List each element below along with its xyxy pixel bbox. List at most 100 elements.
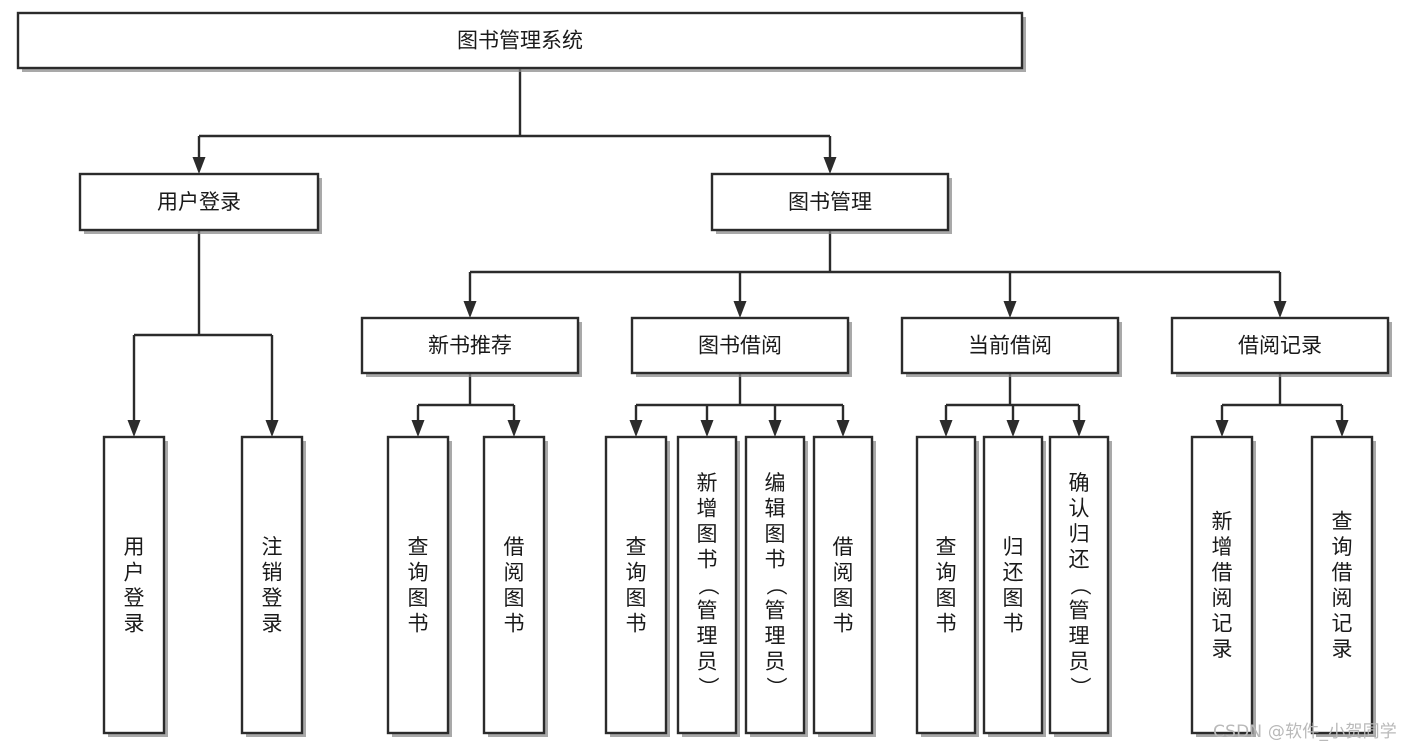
svg-text:录: 录 bbox=[124, 611, 145, 635]
svg-text:图: 图 bbox=[936, 586, 957, 610]
svg-text:图: 图 bbox=[833, 586, 854, 610]
connector-user-login-to-leaves bbox=[127, 230, 279, 437]
svg-text:书: 书 bbox=[936, 611, 957, 635]
svg-text:增: 增 bbox=[697, 497, 718, 521]
svg-text:理: 理 bbox=[1069, 624, 1090, 648]
svg-text:员: 员 bbox=[697, 650, 718, 674]
svg-text:图: 图 bbox=[504, 586, 525, 610]
svg-text:图: 图 bbox=[765, 522, 786, 546]
level2-node-当前借阅-2[interactable]: 当前借阅 bbox=[900, 316, 1122, 377]
svg-text:录: 录 bbox=[1212, 637, 1233, 661]
connector-borrow-record-to-leaves bbox=[1215, 373, 1349, 437]
level2-node-新书推荐-0[interactable]: 新书推荐 bbox=[360, 316, 582, 377]
connector-books-to-level2 bbox=[463, 230, 1287, 318]
svg-text:）: ） bbox=[764, 677, 788, 698]
svg-text:查: 查 bbox=[408, 535, 429, 559]
svg-text:书: 书 bbox=[408, 611, 429, 635]
level1-node-图书管理-1[interactable]: 图书管理 bbox=[710, 172, 952, 234]
node-label: 图书管理 bbox=[788, 190, 872, 214]
node-label: 借阅记录 bbox=[1238, 334, 1322, 358]
node-label: 用户登录 bbox=[124, 535, 145, 636]
svg-text:查: 查 bbox=[1332, 509, 1353, 533]
svg-text:）: ） bbox=[696, 677, 720, 698]
svg-text:图: 图 bbox=[1003, 586, 1024, 610]
connector-layer bbox=[127, 68, 1349, 437]
svg-text:员: 员 bbox=[1069, 650, 1090, 674]
node-label: 用户登录 bbox=[157, 190, 241, 214]
node-label: 图书管理系统 bbox=[457, 29, 583, 53]
svg-text:询: 询 bbox=[408, 560, 429, 584]
svg-text:查: 查 bbox=[626, 535, 647, 559]
svg-text:编: 编 bbox=[765, 471, 786, 495]
node-layer: 图书管理系统用户登录图书管理新书推荐图书借阅当前借阅借阅记录用户登录注销登录查询… bbox=[16, 11, 1392, 737]
svg-text:书: 书 bbox=[697, 548, 718, 572]
root-node-图书管理系统-0[interactable]: 图书管理系统 bbox=[16, 11, 1026, 72]
svg-text:录: 录 bbox=[1332, 637, 1353, 661]
svg-text:（: （ bbox=[764, 575, 788, 596]
svg-text:书: 书 bbox=[504, 611, 525, 635]
svg-text:图: 图 bbox=[697, 522, 718, 546]
connector-new-book-to-leaves bbox=[411, 373, 521, 437]
svg-text:记: 记 bbox=[1332, 611, 1353, 635]
svg-text:新: 新 bbox=[697, 471, 718, 495]
svg-text:销: 销 bbox=[262, 560, 283, 584]
svg-text:归: 归 bbox=[1069, 522, 1090, 546]
leaf-node-用户登录-0[interactable]: 用户登录 bbox=[102, 435, 168, 737]
level2-node-图书借阅-1[interactable]: 图书借阅 bbox=[630, 316, 852, 377]
svg-text:图: 图 bbox=[626, 586, 647, 610]
connector-root-to-level1 bbox=[192, 68, 837, 174]
svg-text:借: 借 bbox=[1212, 560, 1233, 584]
svg-text:书: 书 bbox=[833, 611, 854, 635]
svg-text:新: 新 bbox=[1212, 509, 1233, 533]
node-label: 图书借阅 bbox=[698, 334, 782, 358]
svg-text:阅: 阅 bbox=[1332, 586, 1353, 610]
svg-text:注: 注 bbox=[262, 535, 283, 559]
svg-text:确: 确 bbox=[1069, 471, 1090, 495]
svg-text:询: 询 bbox=[1332, 535, 1353, 559]
svg-text:员: 员 bbox=[765, 650, 786, 674]
node-label: 新书推荐 bbox=[428, 334, 512, 358]
level1-node-用户登录-0[interactable]: 用户登录 bbox=[78, 172, 322, 234]
svg-text:管: 管 bbox=[697, 599, 718, 623]
svg-text:还: 还 bbox=[1069, 548, 1090, 572]
svg-text:）: ） bbox=[1068, 677, 1092, 698]
svg-text:借: 借 bbox=[833, 535, 854, 559]
level2-node-借阅记录-3[interactable]: 借阅记录 bbox=[1170, 316, 1392, 377]
connector-book-borrow-to-leaves bbox=[629, 373, 850, 437]
svg-text:登: 登 bbox=[124, 586, 145, 610]
svg-text:管: 管 bbox=[1069, 599, 1090, 623]
svg-text:借: 借 bbox=[504, 535, 525, 559]
node-label: 当前借阅 bbox=[968, 334, 1052, 358]
svg-text:管: 管 bbox=[765, 599, 786, 623]
svg-text:书: 书 bbox=[626, 611, 647, 635]
svg-text:增: 增 bbox=[1212, 535, 1233, 559]
svg-text:（: （ bbox=[696, 575, 720, 596]
svg-text:辑: 辑 bbox=[765, 497, 786, 521]
svg-text:阅: 阅 bbox=[1212, 586, 1233, 610]
svg-text:认: 认 bbox=[1069, 497, 1090, 521]
